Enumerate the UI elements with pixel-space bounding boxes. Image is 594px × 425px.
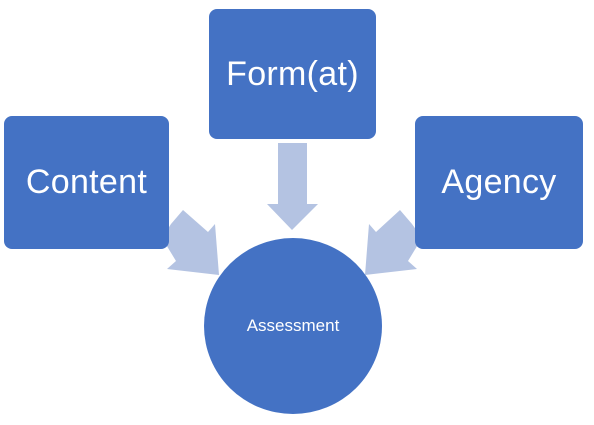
- format-node-label: Form(at): [226, 54, 359, 93]
- assessment-node-label: Assessment: [246, 316, 340, 335]
- arrow-agency-to-assessment: [365, 210, 422, 275]
- format-node: Form(at): [209, 9, 376, 139]
- arrow-content-to-assessment: [162, 210, 219, 275]
- agency-node: Agency: [415, 116, 583, 249]
- content-node-label: Content: [25, 163, 148, 201]
- arrow-format-to-assessment: [267, 143, 318, 230]
- assessment-node: Assessment: [204, 238, 382, 414]
- agency-node-label: Agency: [441, 163, 557, 201]
- content-node: Content: [4, 116, 169, 249]
